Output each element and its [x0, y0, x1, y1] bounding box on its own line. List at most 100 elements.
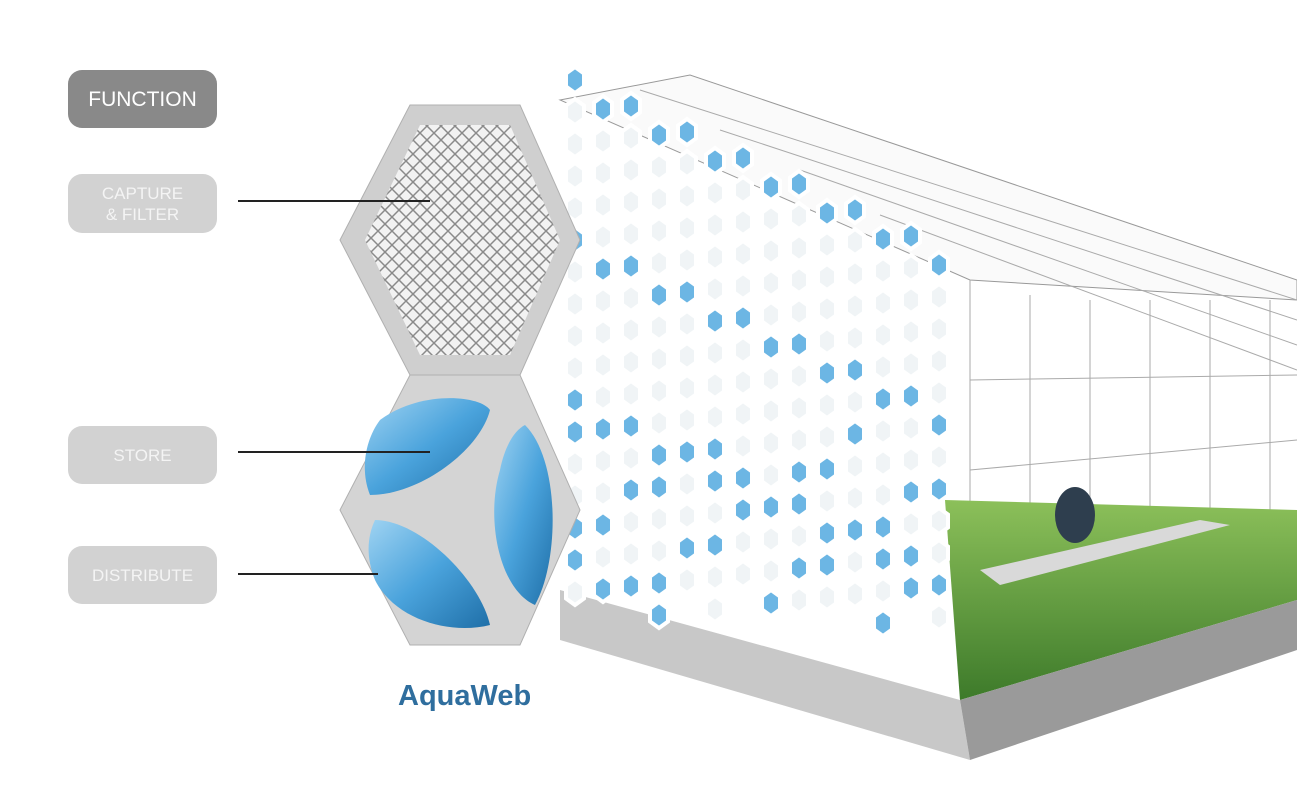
greenhouse [558, 74, 1297, 760]
facade-cell [787, 552, 811, 584]
facade-cell [871, 415, 895, 447]
facade-cell [647, 503, 671, 535]
facade-cell [871, 511, 895, 543]
facade-cell [759, 587, 783, 619]
facade-cell [703, 209, 727, 241]
facade-cell [871, 383, 895, 415]
facade-cell [675, 404, 699, 436]
facade-cell [591, 381, 615, 413]
facade-cell [815, 325, 839, 357]
facade-cell [591, 573, 615, 605]
facade-cell [619, 282, 643, 314]
facade-cell [899, 284, 923, 316]
facade-cell [927, 473, 951, 505]
facade-cell [759, 331, 783, 363]
facade-cell [619, 346, 643, 378]
facade-cell [675, 148, 699, 180]
distribute-water-cell [494, 425, 553, 605]
facade-cell [563, 352, 587, 384]
facade-cell [815, 485, 839, 517]
facade-cell [731, 302, 755, 334]
facade-cell [563, 192, 587, 224]
facade-cell [759, 523, 783, 555]
facade-cell [647, 407, 671, 439]
facade-cell [703, 273, 727, 305]
facade-cell [619, 314, 643, 346]
facade-cell [899, 508, 923, 540]
facade-cell [731, 334, 755, 366]
store-label: STORE [68, 426, 217, 484]
facade-cell [675, 212, 699, 244]
facade-cell [871, 575, 895, 607]
facade-cell [675, 500, 699, 532]
facade-cell [563, 160, 587, 192]
facade-cell [927, 569, 951, 601]
facade-cell [647, 311, 671, 343]
facade-cell [563, 384, 587, 416]
facade-cell [703, 337, 727, 369]
facade-cell [843, 354, 867, 386]
facade-cell [675, 244, 699, 276]
facade-cell [619, 90, 643, 122]
facade-cell [787, 328, 811, 360]
facade-cell [843, 290, 867, 322]
facade-cell [647, 119, 671, 151]
facade-cell [843, 194, 867, 226]
worker-figure [1055, 487, 1095, 543]
facade-cell [759, 235, 783, 267]
facade-cell [675, 116, 699, 148]
facade-cell [703, 529, 727, 561]
facade-cell [563, 576, 587, 608]
capture-water-cell [368, 520, 490, 628]
facade-cell [563, 544, 587, 576]
facade-cell [871, 287, 895, 319]
facade-cell [619, 378, 643, 410]
facade-cell [731, 142, 755, 174]
facade-cell [927, 441, 951, 473]
facade-cell [843, 418, 867, 450]
facade-cell [815, 357, 839, 389]
facade-cell [731, 270, 755, 302]
facade-cell [815, 581, 839, 613]
facade-cell [703, 433, 727, 465]
facade-cell [619, 442, 643, 474]
facade-cell [647, 183, 671, 215]
distribute-label: DISTRIBUTE [68, 546, 217, 604]
facade-cell [591, 413, 615, 445]
store-water-cell [364, 398, 490, 495]
facade-cell [647, 279, 671, 311]
facade-cell [703, 561, 727, 593]
facade-cell [647, 343, 671, 375]
facade-cell [843, 258, 867, 290]
facade-cell [899, 348, 923, 380]
facade-cell [619, 570, 643, 602]
facade-cell [871, 255, 895, 287]
facade-cell [703, 369, 727, 401]
facade-cell [843, 450, 867, 482]
facade-cell [759, 491, 783, 523]
facade-cell [619, 218, 643, 250]
facade-cell [899, 220, 923, 252]
facade-cell [731, 494, 755, 526]
facade-cell [871, 319, 895, 351]
facade-cell [787, 200, 811, 232]
facade-cell [787, 584, 811, 616]
facade-cell [899, 252, 923, 284]
facade-cell [591, 157, 615, 189]
facade-cell [927, 601, 951, 633]
product-name: AquaWeb [398, 680, 532, 712]
facade-cell [759, 459, 783, 491]
facade-cell [619, 250, 643, 282]
facade-cell [619, 122, 643, 154]
store-distribute-hexagon [339, 374, 581, 646]
facade-cell [591, 317, 615, 349]
facade-cell [703, 241, 727, 273]
facade-cell [871, 607, 895, 639]
facade-cell [899, 572, 923, 604]
facade-cell [759, 299, 783, 331]
facade-cell [787, 232, 811, 264]
facade-cell [731, 206, 755, 238]
facade-cell [787, 424, 811, 456]
facade-cell [731, 174, 755, 206]
